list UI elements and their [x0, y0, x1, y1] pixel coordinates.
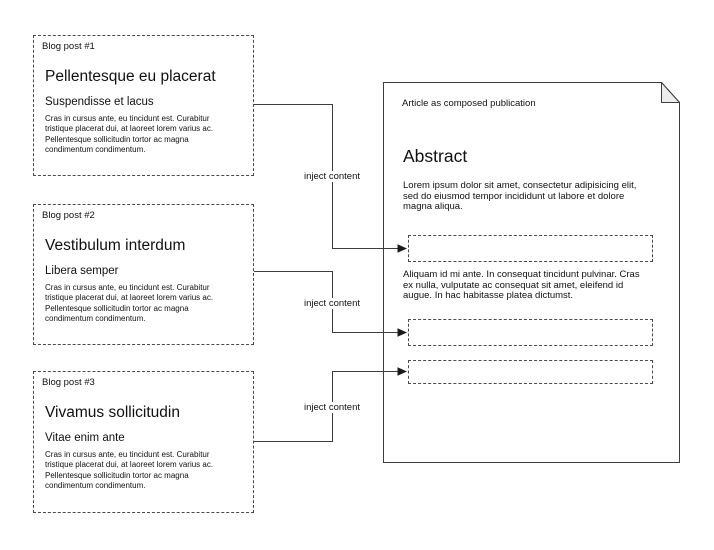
blog-post-1-body: Cras in cursus ante, eu tincidunt est. C… — [45, 114, 214, 154]
document-paragraph-2: Aliquam id mi ante. In consequat tincidu… — [403, 269, 640, 302]
inject-content-label-3: inject content — [302, 402, 362, 413]
document-paragraph-1: Lorem ipsum dolor sit amet, consectetur … — [403, 180, 637, 213]
inject-content-label-2: inject content — [302, 298, 362, 309]
blog-post-2-body: Cras in cursus ante, eu tincidunt est. C… — [45, 283, 214, 323]
blog-post-3-title: Vivamus sollicitudin — [45, 404, 180, 421]
blog-post-card-3: Blog post #3 Vivamus sollicitudin Vitae … — [33, 371, 254, 513]
blog-post-card-1: Blog post #1 Pellentesque eu placerat Su… — [33, 35, 254, 176]
blog-post-card-2: Blog post #2 Vestibulum interdum Libera … — [33, 204, 254, 345]
document-header: Article as composed publication — [402, 98, 536, 109]
abstract-heading: Abstract — [403, 146, 468, 166]
blog-post-3-body: Cras in cursus ante, eu tincidunt est. C… — [45, 450, 214, 490]
blog-post-1-label: Blog post #1 — [42, 41, 95, 52]
blog-post-3-subtitle: Vitae enim ante — [45, 432, 125, 444]
blog-post-2-label: Blog post #2 — [42, 210, 95, 221]
page-fold-icon — [661, 82, 680, 103]
blog-post-2-subtitle: Libera semper — [45, 265, 119, 277]
blog-post-1-title: Pellentesque eu placerat — [45, 68, 216, 85]
content-slot-3 — [408, 360, 653, 384]
blog-post-1-subtitle: Suspendisse et lacus — [45, 96, 154, 108]
blog-post-2-title: Vestibulum interdum — [45, 237, 186, 254]
inject-content-label-1: inject content — [302, 171, 362, 182]
blog-post-3-label: Blog post #3 — [42, 377, 95, 388]
content-slot-1 — [408, 235, 653, 262]
article-document: Article as composed publication Abstract… — [383, 82, 680, 463]
content-slot-2 — [408, 319, 653, 346]
